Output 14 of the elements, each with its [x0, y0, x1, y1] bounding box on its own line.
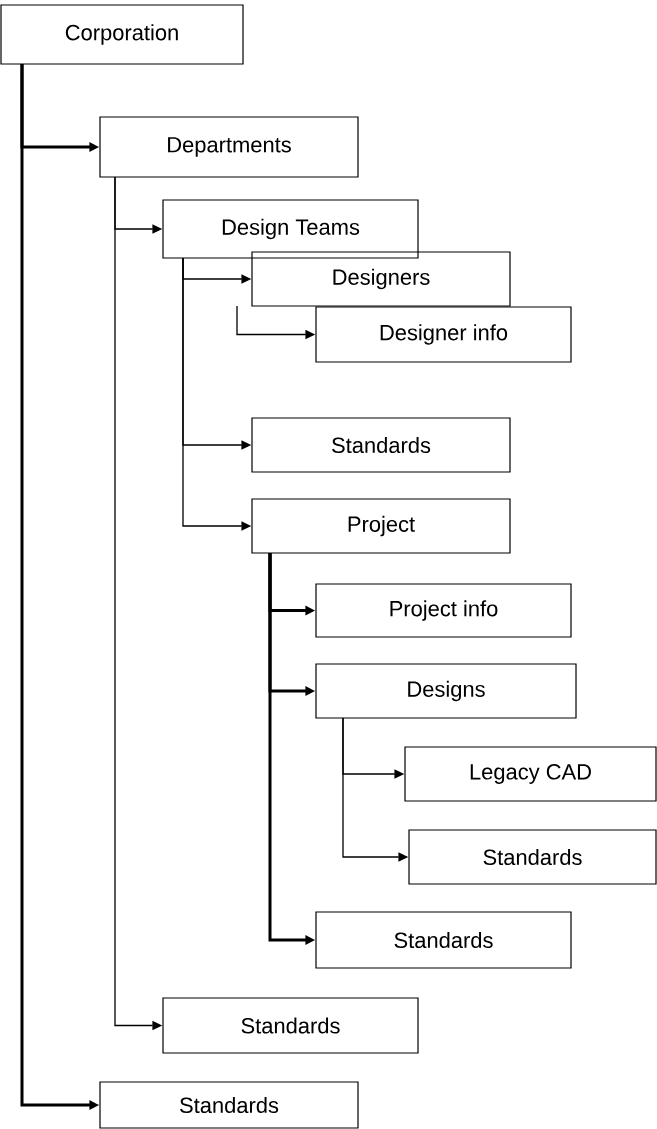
tree-box: Designers — [251, 251, 511, 307]
tree-box: Corporation — [0, 4, 244, 65]
tree-box: Legacy CAD — [404, 746, 657, 802]
tree-box: Standards — [251, 417, 511, 473]
tree-box: Standards — [315, 911, 572, 969]
tree-box: Designs — [315, 663, 577, 719]
tree-box: Project — [251, 498, 511, 554]
tree-box: Departments — [99, 116, 359, 178]
tree-box: Project info — [315, 583, 572, 638]
tree-box: Standards — [99, 1081, 359, 1129]
tree-box: Design Teams — [162, 199, 419, 259]
tree-box: Designer info — [315, 306, 572, 363]
tree-box: Standards — [162, 997, 419, 1054]
tree-box: Standards — [408, 829, 657, 885]
